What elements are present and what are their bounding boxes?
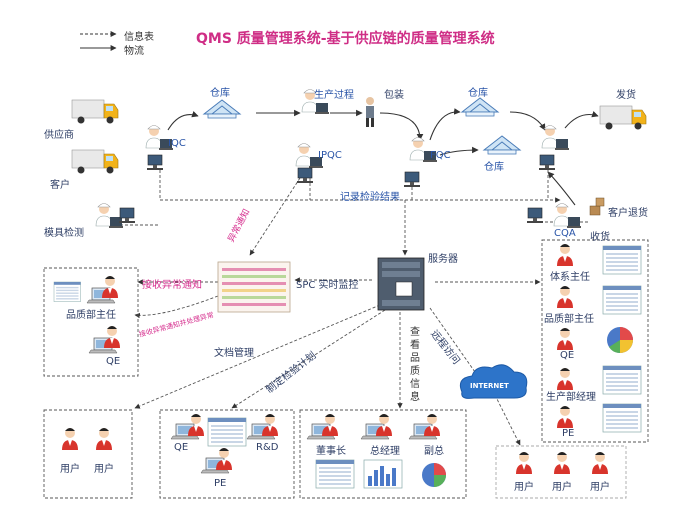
engineering-screen-icon (207, 417, 247, 447)
quality-manager-avatar (102, 276, 118, 298)
user-avatar (554, 452, 570, 474)
grid-screen-icon (602, 403, 642, 433)
warehouse-label: 仓库 (468, 88, 488, 99)
customer-truck-icon (71, 149, 119, 174)
qe-avatar (557, 328, 573, 350)
quality-manager-label: 品质部主任 (544, 314, 594, 325)
pe-avatar (557, 406, 573, 428)
return-boxes-icon (589, 197, 605, 216)
user-label: 用户 (94, 464, 114, 475)
warehouse-icon (461, 97, 499, 117)
user-label: 用户 (60, 464, 80, 475)
internet-label: INTERNET (470, 382, 509, 390)
vp-label: 副总 (424, 446, 444, 457)
pie-chart-icon (607, 327, 633, 354)
customer-label: 客户 (50, 180, 70, 191)
qa-qe-label: QE (106, 356, 121, 367)
spc-monitor (217, 261, 291, 313)
delivery-truck-icon (599, 105, 647, 130)
qe-avatar (104, 326, 120, 348)
users-right-group (495, 445, 627, 499)
warehouse-icon (203, 99, 241, 119)
mold-inspector-icon (95, 203, 124, 229)
ipqc-label: IPQC (318, 150, 342, 161)
receive-abnormal-label: 接收异常通知 (142, 280, 202, 291)
chairman-label: 董事长 (316, 446, 346, 457)
user-label: 用户 (514, 482, 534, 493)
user-avatar (592, 452, 608, 474)
eng-pe-label: PE (214, 478, 227, 489)
user-label: 用户 (552, 482, 572, 493)
quality-manager-avatar (557, 286, 573, 308)
cqa-label: CQA (554, 228, 576, 239)
eng-qe-label: QE (174, 442, 189, 453)
delivery-computer-icon (538, 154, 556, 171)
bar-chart-screen-icon (602, 285, 642, 315)
delivery-inspector-icon (541, 125, 570, 151)
mold-inspection-label: 模具检测 (44, 228, 84, 239)
gm-label: 总经理 (370, 446, 400, 457)
server-label: 服务器 (428, 254, 458, 265)
supplier-truck-icon (71, 99, 119, 124)
spc-label: SPC 实时监控 (296, 280, 359, 291)
management-group (541, 239, 649, 443)
customer-return-label: 客户退货 (608, 208, 648, 219)
table-screen-icon (602, 365, 642, 395)
ipqc-computer-icon (296, 167, 314, 184)
view-quality-label: 查看品质信息 (410, 327, 420, 403)
info-flow-lines (104, 168, 590, 446)
delivery-label: 发货 (616, 90, 636, 101)
qa-dept-group (43, 267, 139, 377)
production-manager-label: 生产部经理 (546, 392, 596, 403)
bar-chart-icon (363, 459, 403, 489)
cqa-computer-icon (526, 207, 544, 224)
warehouse-label: 仓库 (210, 88, 230, 99)
production-label: 生产过程 (314, 90, 354, 101)
pie-chart-icon (422, 463, 446, 487)
legend-info-flow: 信息表 (124, 32, 154, 43)
material-flow-lines (167, 108, 599, 206)
iqc-label: IQC (168, 138, 186, 149)
cqa-inspector-icon (553, 203, 582, 229)
supplier-label: 供应商 (44, 130, 74, 141)
iqc-computer-icon (146, 154, 164, 171)
page-title: QMS 质量管理系统-基于供应链的质量管理系统 (196, 31, 495, 47)
receive-label: 收货 (590, 232, 610, 243)
legend (80, 31, 117, 51)
production-manager-avatar (557, 368, 573, 390)
internet-cloud-icon (459, 364, 528, 399)
right-pe-label: PE (562, 428, 575, 439)
warehouse-label: 仓库 (484, 162, 504, 173)
packaging-worker-icon (366, 97, 374, 127)
right-qe-label: QE (560, 350, 575, 361)
rnd-label: R&D (256, 442, 279, 453)
legend-material-flow: 物流 (124, 46, 144, 57)
fqc-computer-icon (403, 171, 421, 188)
user-label: 用户 (590, 482, 610, 493)
executives-group (299, 409, 467, 499)
server-icon (377, 257, 425, 311)
qa-manager-label: 品质部主任 (66, 310, 116, 321)
document-mgmt-label: 文档管理 (214, 348, 254, 359)
users-left-group (43, 409, 133, 499)
system-manager-avatar (557, 244, 573, 266)
qa-screen-icon (53, 281, 81, 302)
record-results-label: 记录检验结果 (340, 192, 400, 203)
list-screen-icon (315, 459, 355, 489)
engineers-group (159, 409, 295, 499)
user-avatar (516, 452, 532, 474)
report-screen-icon (602, 245, 642, 275)
user-avatar (62, 428, 78, 450)
packaging-label: 包装 (384, 90, 404, 101)
fqc-label: FQC (430, 150, 451, 161)
warehouse-icon (483, 135, 521, 155)
user-avatar (96, 428, 112, 450)
system-manager-label: 体系主任 (550, 272, 590, 283)
